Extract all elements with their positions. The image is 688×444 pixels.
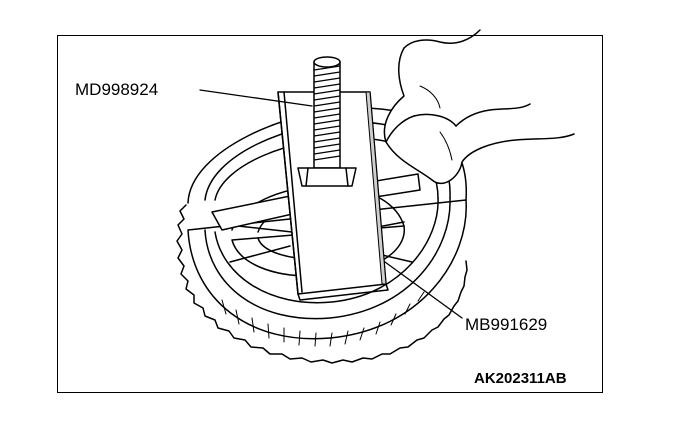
callout-md998924: MD998924 <box>75 80 159 99</box>
hand <box>383 29 575 185</box>
leader-lines <box>199 89 463 319</box>
threaded-bolt <box>297 56 357 187</box>
tool-plate <box>277 91 389 301</box>
leader-line-top <box>199 89 313 107</box>
callout-mb991629: MB991629 <box>465 315 548 334</box>
figure-code: AK202311AB <box>474 370 567 387</box>
leader-line-bottom <box>384 261 463 319</box>
